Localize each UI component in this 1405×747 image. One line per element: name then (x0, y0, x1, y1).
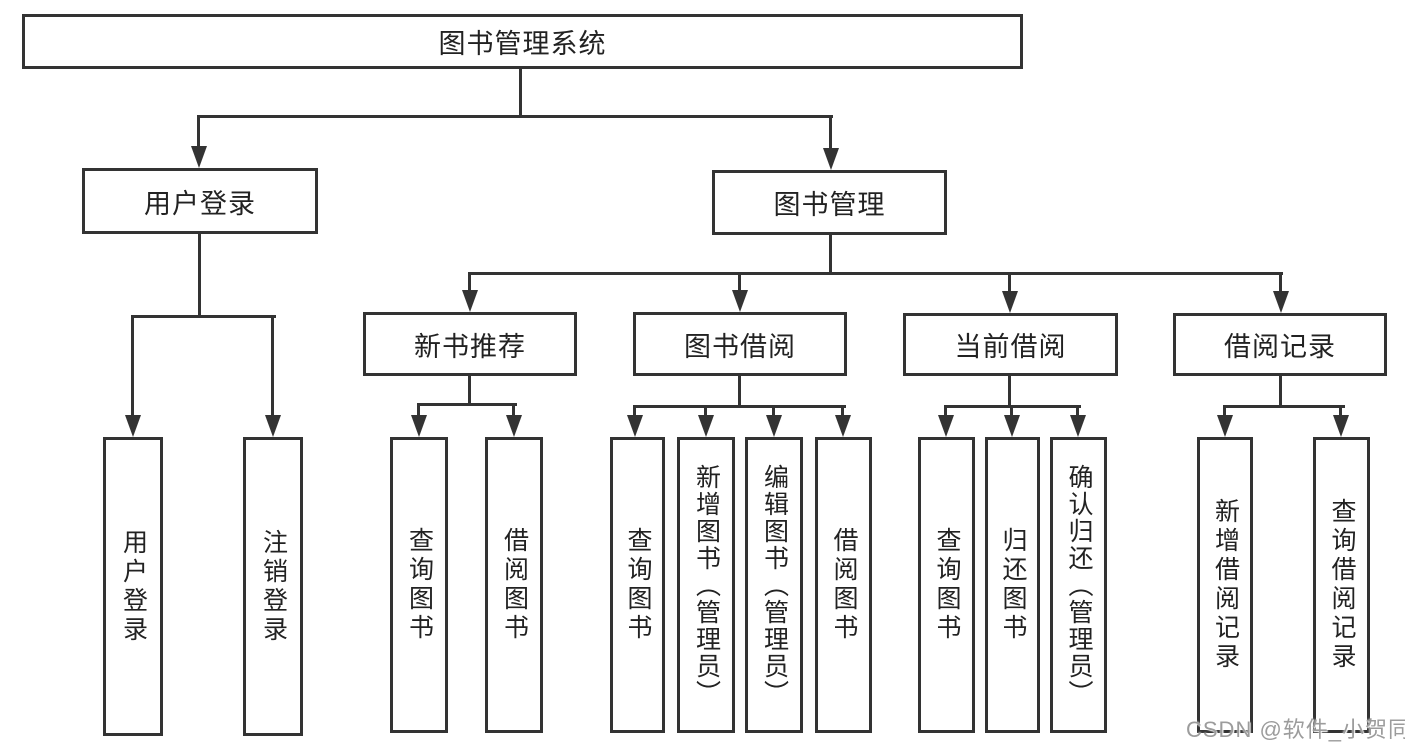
leaf-add-borrow-record: 新增借阅记录 (1197, 437, 1253, 733)
node-label: 借阅图书 (830, 527, 858, 643)
connector-arrowhead (191, 146, 207, 168)
connector-line (468, 374, 471, 406)
leaf-logout: 注销登录 (243, 437, 303, 736)
leaf-query-books-current: 查询图书 (918, 437, 975, 733)
node-label: 查询图书 (933, 527, 961, 643)
leaf-query-books-recommend: 查询图书 (390, 437, 448, 733)
node-label: 查询借阅记录 (1328, 498, 1356, 672)
connector-line (633, 405, 636, 417)
connector-arrowhead (506, 415, 522, 437)
watermark-csdn: CSDN @软件_小贺同学 (1186, 717, 1405, 742)
leaf-edit-book-admin: 编辑图书（管理员） (745, 437, 803, 733)
node-new-book-recommendation: 新书推荐 (363, 312, 577, 376)
connector-line (1076, 405, 1079, 417)
leaf-return-book: 归还图书 (985, 437, 1040, 733)
leaf-user-login: 用户登录 (103, 437, 163, 736)
connector-arrowhead (462, 290, 478, 312)
node-label: 查询图书 (624, 527, 652, 643)
connector-line (198, 232, 201, 317)
connector-line (468, 272, 1283, 275)
connector-arrowhead (411, 415, 427, 437)
connector-line (197, 115, 200, 148)
leaf-query-books-borrow: 查询图书 (610, 437, 665, 733)
connector-arrowhead (265, 415, 281, 437)
connector-arrowhead (1070, 415, 1086, 437)
connector-line (1339, 405, 1342, 417)
connector-arrowhead (125, 415, 141, 437)
node-user-login: 用户登录 (82, 168, 318, 234)
node-label: 编辑图书（管理员） (760, 463, 789, 707)
connector-line (417, 403, 517, 406)
node-label: 图书管理系统 (438, 29, 607, 59)
node-label: 用户登录 (119, 528, 148, 645)
connector-arrowhead (835, 415, 851, 437)
connector-line (1223, 405, 1345, 408)
connector-arrowhead (698, 415, 714, 437)
connector-line (1008, 374, 1011, 407)
leaf-query-borrow-record: 查询借阅记录 (1313, 437, 1370, 733)
connector-arrowhead (627, 415, 643, 437)
node-book-borrowing: 图书借阅 (633, 312, 847, 376)
node-label: 新书推荐 (414, 331, 526, 362)
node-label: 当前借阅 (954, 332, 1067, 362)
connector-line (738, 272, 741, 292)
node-label: 图书借阅 (684, 331, 796, 362)
connector-arrowhead (823, 148, 839, 170)
leaf-borrow-books-recommend: 借阅图书 (485, 437, 543, 733)
connector-line (944, 405, 947, 417)
node-label: 归还图书 (999, 527, 1027, 643)
connector-arrowhead (1273, 291, 1289, 313)
node-label: 注销登录 (259, 528, 288, 645)
connector-line (512, 403, 515, 417)
node-borrowing-records: 借阅记录 (1173, 313, 1387, 376)
node-label: 确认归还（管理员） (1065, 463, 1093, 707)
leaf-borrow-books-borrow: 借阅图书 (815, 437, 872, 733)
connector-line (704, 405, 707, 417)
connector-line (271, 315, 274, 417)
connector-line (1008, 272, 1011, 293)
node-label: 新增借阅记录 (1211, 498, 1240, 672)
node-book-management: 图书管理 (712, 170, 947, 235)
connector-arrowhead (732, 290, 748, 312)
connector-line (772, 405, 775, 417)
connector-line (131, 315, 276, 318)
connector-line (131, 315, 134, 417)
connector-line (829, 115, 832, 150)
node-label: 图书管理 (773, 190, 886, 220)
connector-line (829, 233, 832, 275)
connector-line (417, 403, 420, 417)
node-label: 借阅记录 (1224, 332, 1336, 362)
node-label: 新增图书（管理员） (692, 463, 721, 707)
connector-line (841, 405, 844, 417)
connector-line (1279, 272, 1282, 293)
connector-arrowhead (938, 415, 954, 437)
connector-line (633, 405, 846, 408)
connector-arrowhead (1002, 291, 1018, 313)
connector-line (197, 115, 833, 118)
node-label: 查询图书 (405, 527, 434, 643)
connector-line (519, 69, 522, 117)
node-label: 借阅图书 (500, 527, 529, 643)
node-library-management-system: 图书管理系统 (22, 14, 1023, 69)
connector-line (468, 272, 471, 292)
leaf-confirm-return-admin: 确认归还（管理员） (1050, 437, 1107, 733)
connector-arrowhead (1217, 415, 1233, 437)
node-label: 用户登录 (144, 188, 256, 219)
connector-line (1223, 405, 1226, 417)
connector-arrowhead (1333, 415, 1349, 437)
connector-line (1279, 374, 1282, 407)
connector-line (738, 374, 741, 407)
connector-arrowhead (766, 415, 782, 437)
connector-line (1010, 405, 1013, 417)
connector-arrowhead (1004, 415, 1020, 437)
leaf-add-book-admin: 新增图书（管理员） (677, 437, 735, 733)
node-current-borrowing: 当前借阅 (903, 313, 1118, 376)
